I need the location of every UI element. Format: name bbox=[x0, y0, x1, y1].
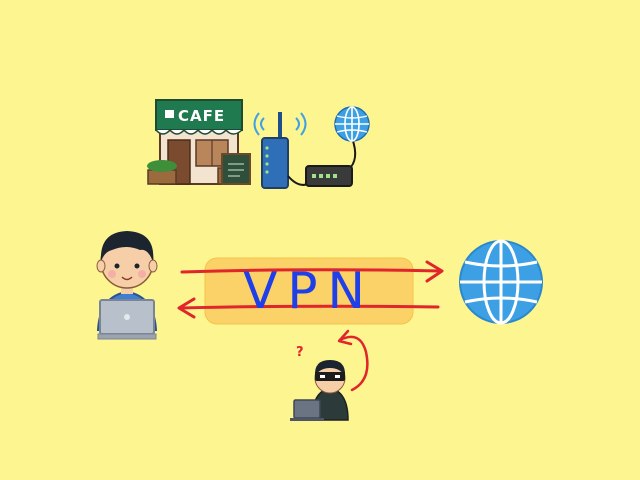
small-globe-icon bbox=[334, 106, 370, 142]
router-icon bbox=[253, 112, 307, 189]
globe-icon bbox=[459, 239, 543, 325]
cafe-icon bbox=[147, 99, 251, 185]
vpn-label: VPN bbox=[243, 262, 375, 320]
incoming-arrow bbox=[177, 297, 440, 319]
intercept-arrow bbox=[337, 329, 369, 392]
hacker-icon bbox=[290, 360, 349, 421]
modem-icon bbox=[305, 165, 353, 187]
cafe-sign-text: CAFE bbox=[178, 107, 226, 125]
question-mark: ? bbox=[296, 345, 304, 360]
outgoing-arrow bbox=[180, 260, 444, 283]
person-with-laptop-icon bbox=[96, 231, 158, 340]
